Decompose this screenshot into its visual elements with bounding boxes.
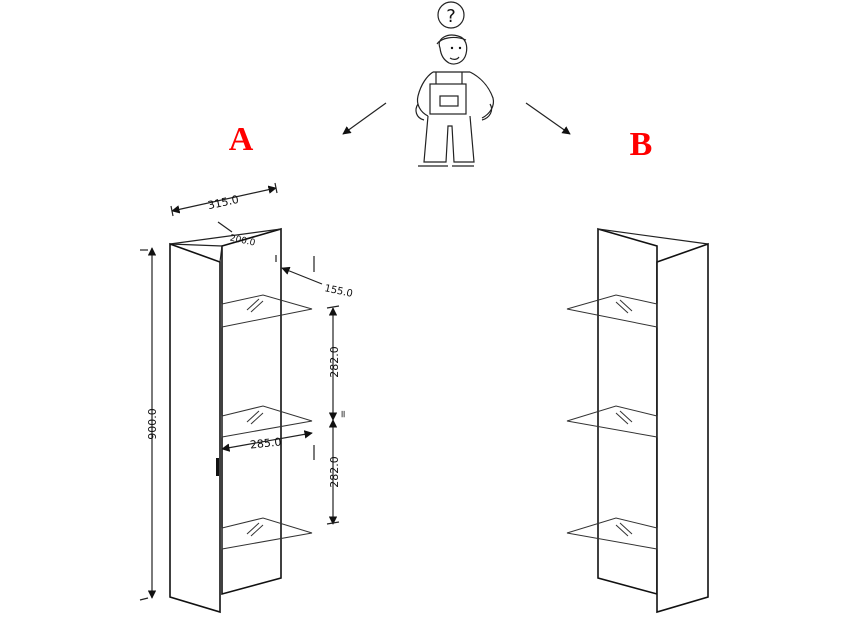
- dim-shelf-inset: 155.0: [323, 283, 353, 300]
- question-bubble: [437, 1, 465, 29]
- arrow-to-a: [342, 102, 387, 135]
- dim-shelf-spacing-lower: 282.0: [328, 456, 341, 488]
- cabinet-a: 315.0 200.0 155.0 282.0 = 282.0 900.0 28…: [139, 182, 354, 614]
- option-a-label[interactable]: A: [229, 121, 254, 158]
- worker-figure: ?: [415, 1, 495, 167]
- dim-shelf-spacing-upper: 282.0: [328, 346, 341, 378]
- option-b-label[interactable]: B: [630, 126, 653, 163]
- arrow-to-b: [525, 102, 571, 135]
- dim-height-total: 900.0: [146, 408, 159, 440]
- dim-equal-mark: =: [338, 410, 349, 418]
- glass-shelf-top: [221, 294, 313, 328]
- question-mark: ?: [446, 6, 456, 27]
- glass-shelf-middle: [221, 405, 313, 438]
- cabinet-b: [566, 227, 709, 614]
- glass-shelf-middle-b: [566, 405, 658, 438]
- glass-shelf-top-b: [566, 294, 658, 328]
- dim-shelf-width: 285.0: [249, 435, 282, 451]
- glass-shelf-bottom: [221, 517, 313, 550]
- glass-shelf-bottom-b: [566, 517, 658, 550]
- dim-depth-total: 315.0: [207, 193, 241, 212]
